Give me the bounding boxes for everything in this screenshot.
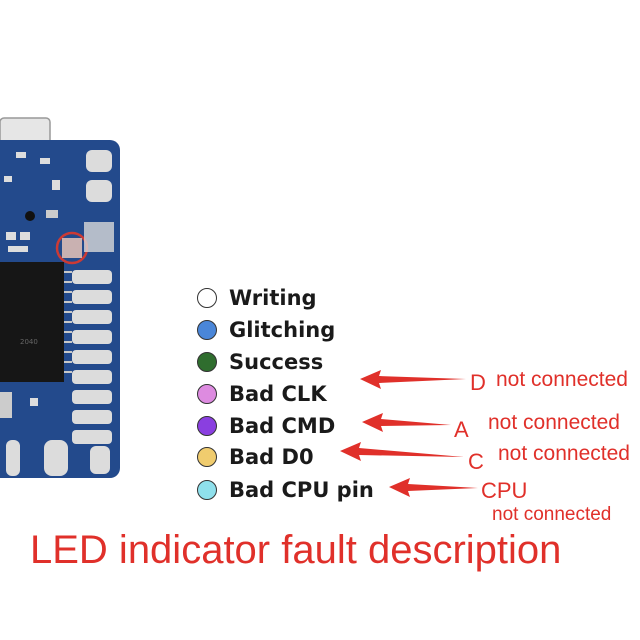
legend-label: Bad CPU pin (229, 478, 374, 502)
annotation-text-d0: not connected (498, 442, 630, 465)
castellated-pads (72, 270, 112, 444)
legend-item-bad-cmd: Bad CMD (197, 412, 335, 440)
legend-label: Bad CLK (229, 382, 327, 406)
legend-label: Success (229, 350, 324, 374)
legend-label: Bad CMD (229, 414, 336, 438)
annotation-letter-clk: D (470, 370, 486, 395)
chip-marking: 2040 (20, 338, 38, 346)
annotation-letter-cpu: CPU (481, 478, 528, 503)
legend-label: Writing (229, 286, 317, 310)
status-dot-icon (197, 480, 217, 500)
led (62, 238, 82, 258)
status-dot-icon (197, 288, 217, 308)
mcu-chip (0, 262, 64, 382)
annotation-text-clk: not connected (496, 368, 628, 391)
smd-part (20, 232, 30, 240)
smd-part (8, 246, 28, 252)
page-title: LED indicator fault description (30, 528, 562, 572)
pad (44, 440, 68, 476)
smd-part (46, 210, 58, 218)
pad (86, 150, 112, 172)
annotation-letter-cmd: A (454, 417, 469, 442)
smd-part (0, 392, 12, 418)
pad (86, 180, 112, 202)
smd-part (4, 176, 12, 182)
smd-part (16, 152, 26, 158)
legend-label: Bad D0 (229, 445, 314, 469)
arrow-icon (362, 413, 451, 432)
legend-item-success: Success (197, 348, 323, 376)
smd-part (6, 232, 16, 240)
status-dot-icon (197, 320, 217, 340)
pad (6, 440, 20, 476)
pad (90, 446, 110, 474)
status-dot-icon (197, 384, 217, 404)
legend-item-glitching: Glitching (197, 316, 335, 344)
annotation-text-cpu: not connected (492, 504, 612, 525)
smd-part (40, 158, 50, 164)
status-dot-icon (197, 416, 217, 436)
annotation-text-cmd: not connected (488, 411, 620, 434)
status-dot-icon (197, 447, 217, 467)
pcb-board-image: 2040 (0, 117, 120, 478)
legend-item-bad-cpu-pin: Bad CPU pin (197, 476, 374, 504)
legend-label: Glitching (229, 318, 336, 342)
blurred-area (84, 222, 114, 252)
legend-item-bad-clk: Bad CLK (197, 380, 327, 408)
arrow-icon (389, 478, 478, 497)
hole (25, 211, 35, 221)
arrow-icon (360, 370, 466, 389)
annotation-letter-d0: C (468, 449, 484, 474)
smd-part (52, 180, 60, 190)
smd-part (30, 398, 38, 406)
legend-item-bad-d0: Bad D0 (197, 443, 314, 471)
legend-item-writing: Writing (197, 284, 317, 312)
status-dot-icon (197, 352, 217, 372)
arrow-icon (340, 442, 464, 461)
